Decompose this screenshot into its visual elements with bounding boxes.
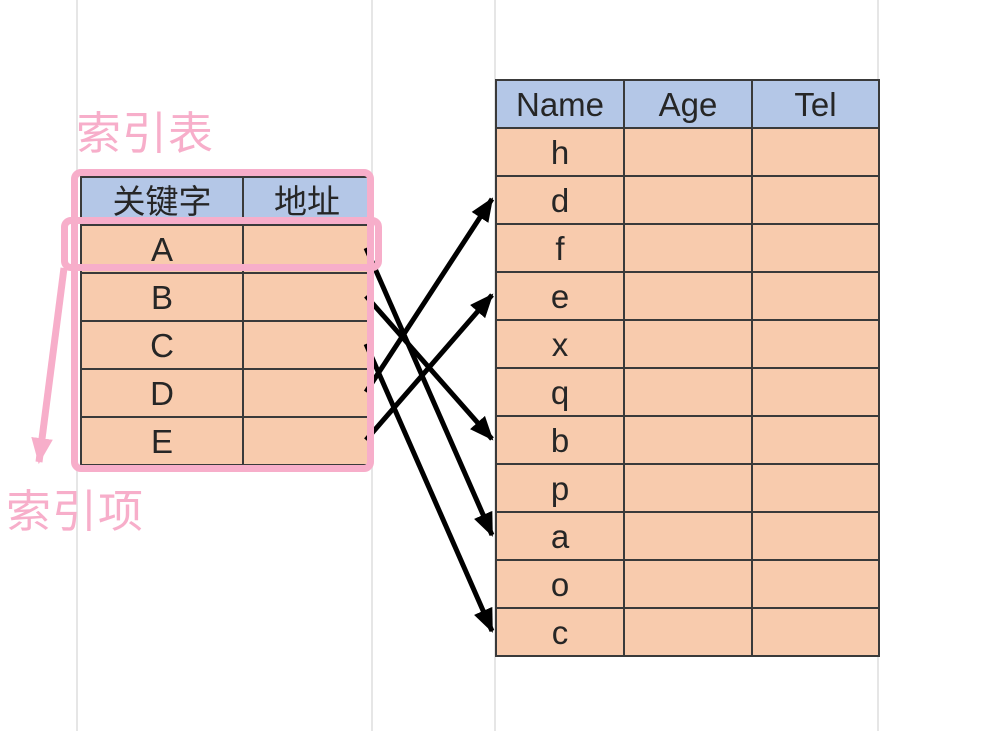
- record-age-cell: [623, 415, 753, 465]
- record-tel-cell: [751, 319, 880, 369]
- index-table-row-E: E: [80, 416, 372, 466]
- record-tel-cell: [751, 607, 880, 657]
- records-table-row-e: e: [495, 271, 880, 321]
- record-name-cell: e: [495, 271, 625, 321]
- record-tel-cell: [751, 223, 880, 273]
- records-table-row-o: o: [495, 559, 880, 609]
- record-age-cell: [623, 367, 753, 417]
- records-table-header-cell: Tel: [751, 79, 880, 129]
- index-table-row-B: B: [80, 272, 372, 322]
- record-name-cell: o: [495, 559, 625, 609]
- record-age-cell: [623, 127, 753, 177]
- record-tel-cell: [751, 511, 880, 561]
- record-name-cell: a: [495, 511, 625, 561]
- record-age-cell: [623, 319, 753, 369]
- records-table-row-x: x: [495, 319, 880, 369]
- records-table-row-d: d: [495, 175, 880, 225]
- link-arrow-A-to-a: [363, 246, 495, 537]
- index-key-cell: E: [80, 416, 244, 466]
- record-name-cell: x: [495, 319, 625, 369]
- record-age-cell: [623, 271, 753, 321]
- link-arrow-D-to-d: [363, 197, 495, 394]
- index-entry-pointer-arrow: [31, 267, 68, 465]
- record-tel-cell: [751, 367, 880, 417]
- records-table-row-q: q: [495, 367, 880, 417]
- record-name-cell: f: [495, 223, 625, 273]
- index-key-cell: D: [80, 368, 244, 418]
- record-tel-cell: [751, 415, 880, 465]
- record-tel-cell: [751, 463, 880, 513]
- records-table-header-cell: Name: [495, 79, 625, 129]
- index-table-label: 索引表: [76, 108, 215, 159]
- page-gridline: [494, 0, 496, 731]
- index-address-cell: [242, 272, 372, 322]
- record-name-cell: h: [495, 127, 625, 177]
- records-table-header-cell: Age: [623, 79, 753, 129]
- record-tel-cell: [751, 127, 880, 177]
- record-name-cell: p: [495, 463, 625, 513]
- record-tel-cell: [751, 175, 880, 225]
- link-arrow-E-to-e: [364, 293, 494, 442]
- record-age-cell: [623, 463, 753, 513]
- records-table-row-p: p: [495, 463, 880, 513]
- index-address-cell: [242, 416, 372, 466]
- index-table-row-C: C: [80, 320, 372, 370]
- index-address-cell: [242, 320, 372, 370]
- record-name-cell: d: [495, 175, 625, 225]
- record-age-cell: [623, 175, 753, 225]
- record-name-cell: c: [495, 607, 625, 657]
- index-entry-highlight-frame: [61, 217, 382, 271]
- record-age-cell: [623, 223, 753, 273]
- record-age-cell: [623, 511, 753, 561]
- index-entry-label: 索引项: [6, 486, 145, 537]
- index-key-cell: B: [80, 272, 244, 322]
- index-key-cell: C: [80, 320, 244, 370]
- link-arrow-C-to-c: [363, 342, 495, 633]
- records-table-row-b: b: [495, 415, 880, 465]
- record-age-cell: [623, 607, 753, 657]
- address-pointer-arrows: [363, 197, 495, 633]
- record-name-cell: b: [495, 415, 625, 465]
- record-tel-cell: [751, 271, 880, 321]
- records-table-row-f: f: [495, 223, 880, 273]
- records-table-row-a: a: [495, 511, 880, 561]
- record-age-cell: [623, 559, 753, 609]
- record-tel-cell: [751, 559, 880, 609]
- record-name-cell: q: [495, 367, 625, 417]
- index-table-highlight-frame: [71, 169, 374, 472]
- records-table-row-c: c: [495, 607, 880, 657]
- records-table-row-h: h: [495, 127, 880, 177]
- link-arrow-B-to-b: [364, 294, 494, 441]
